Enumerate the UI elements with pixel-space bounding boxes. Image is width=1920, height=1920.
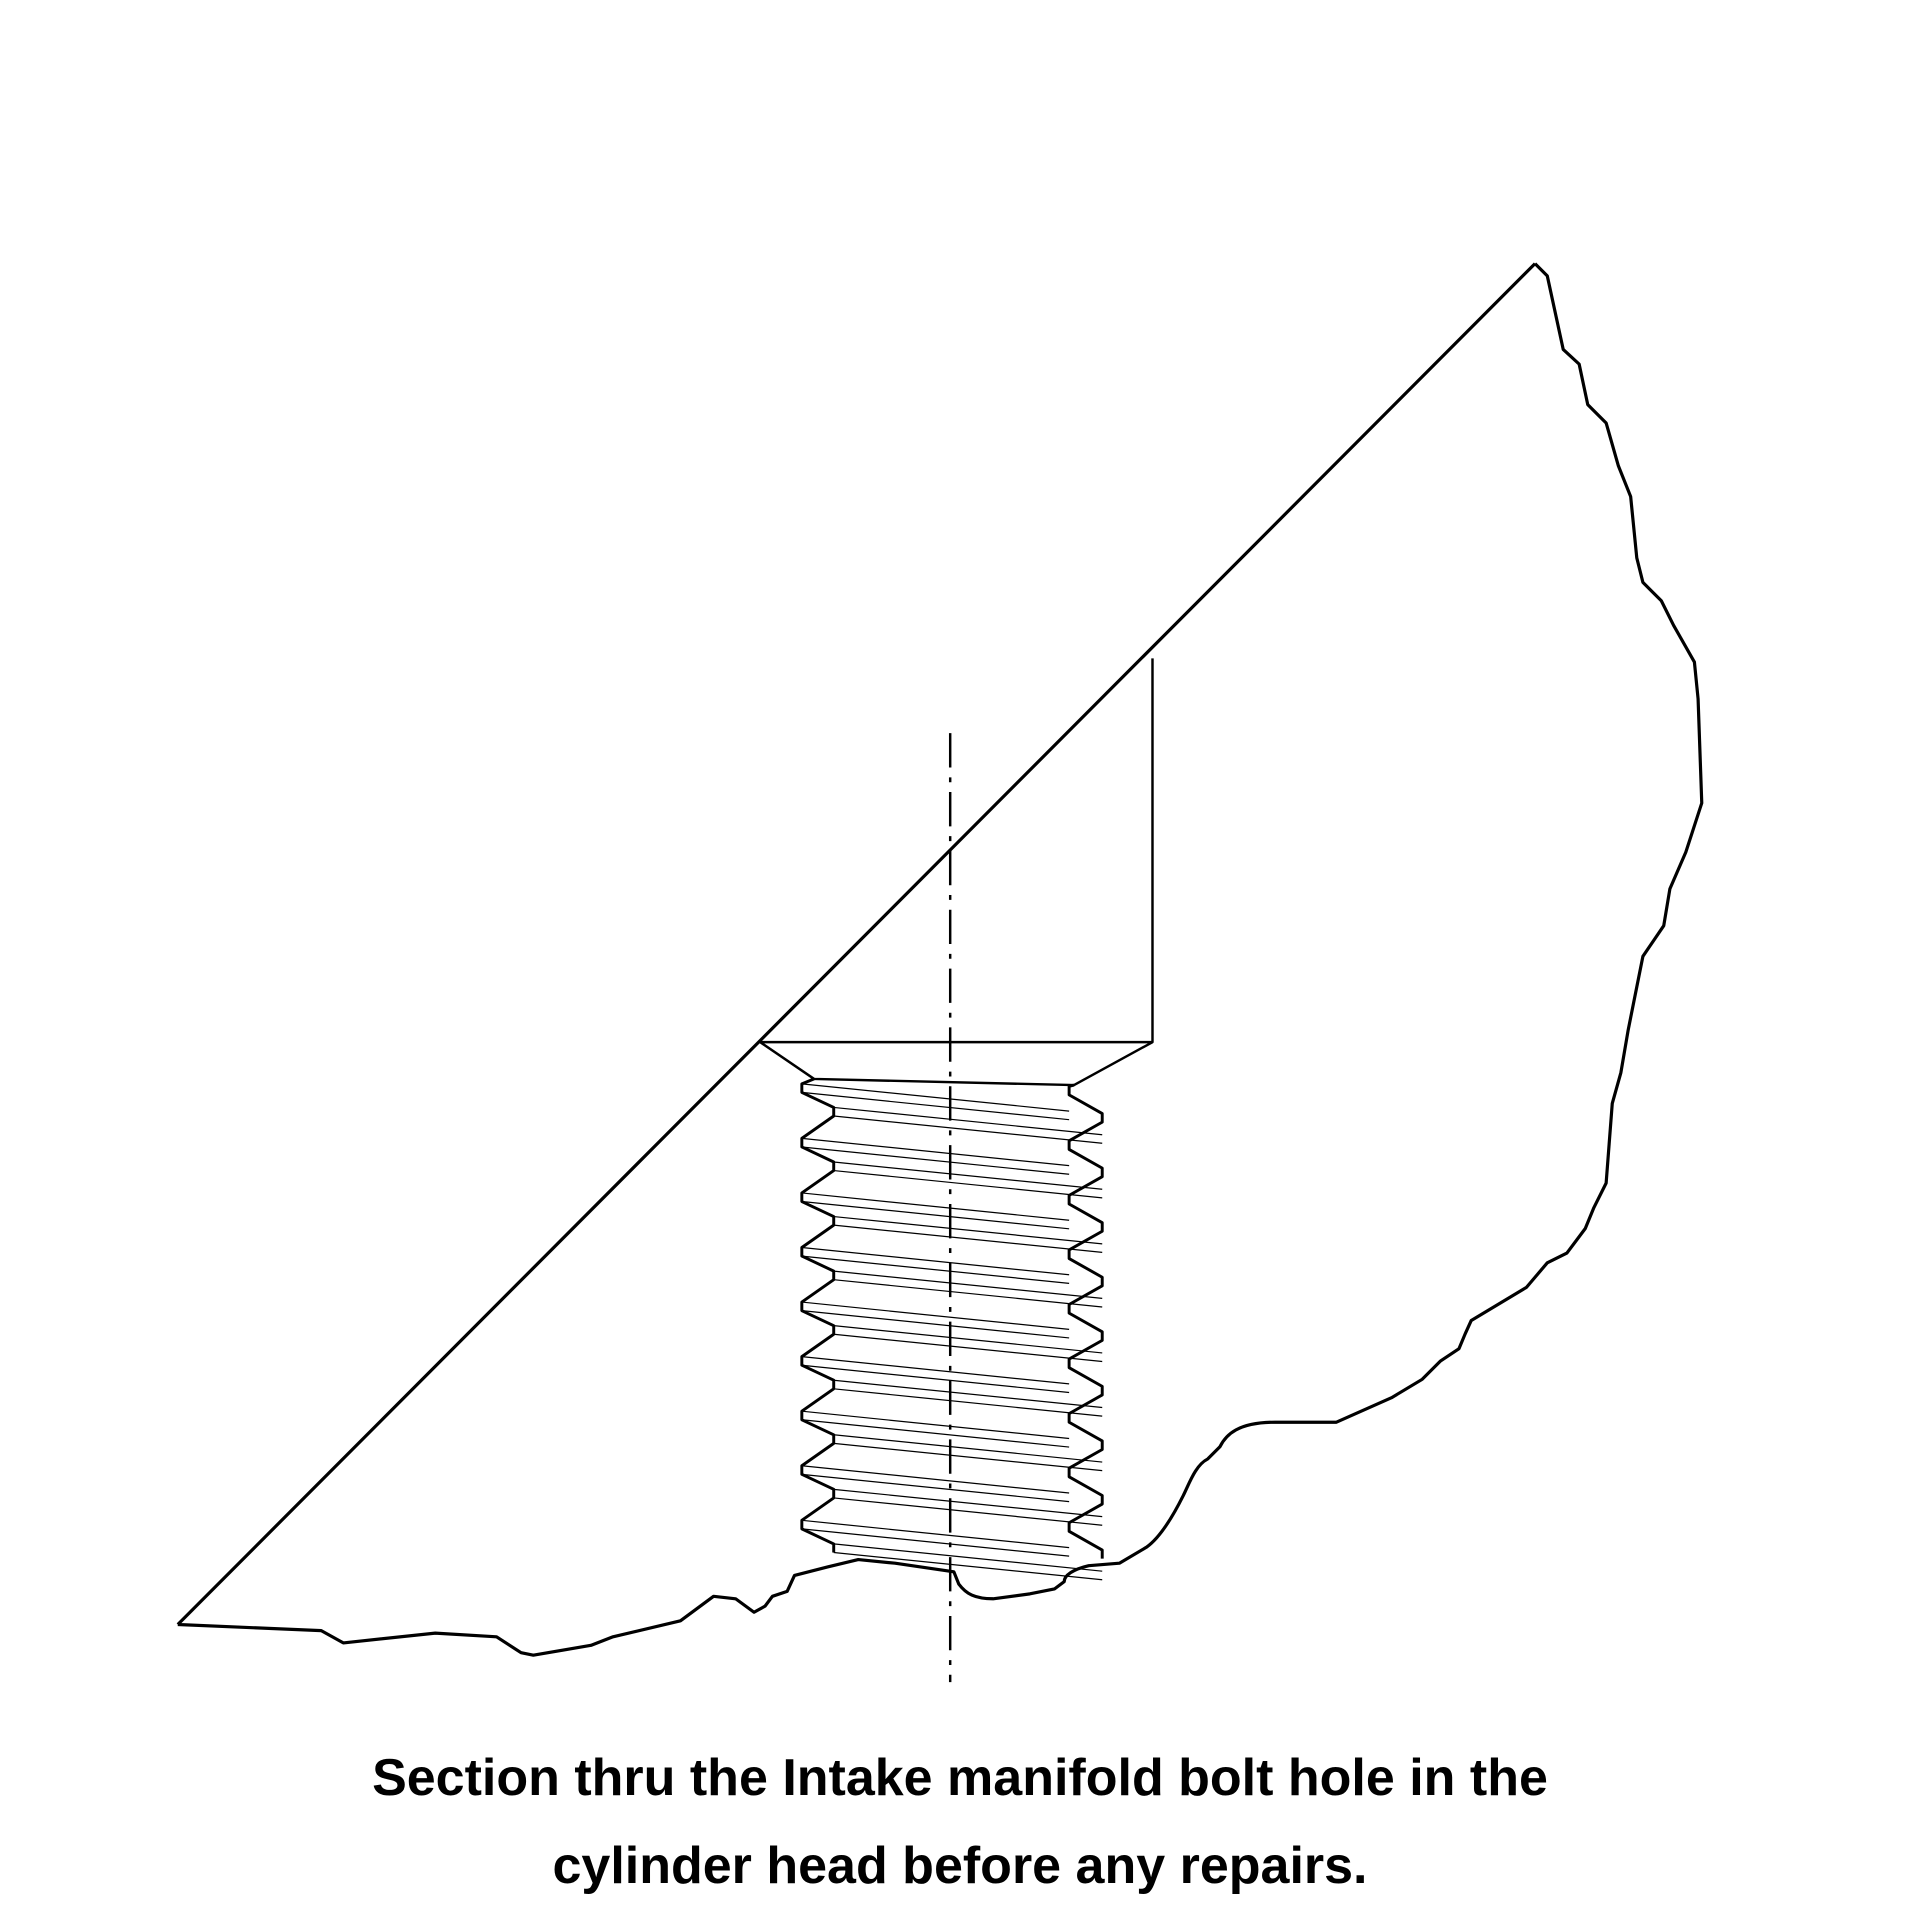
- thread-helix-line: [833, 1279, 1103, 1308]
- thread-helix-line: [801, 1528, 1070, 1557]
- caption-line-2: cylinder head before any repairs.: [552, 1837, 1368, 1895]
- thread-helix-line: [801, 1083, 1070, 1112]
- thread-helix-line: [801, 1410, 1070, 1440]
- cylinder-head-outline: [176, 262, 1704, 1657]
- thread-helix-line: [833, 1115, 1103, 1144]
- caption-line-1: Section thru the Intake manifold bolt ho…: [372, 1749, 1548, 1807]
- thread-helix-line: [833, 1333, 1103, 1363]
- threaded-hole: [800, 1077, 1104, 1581]
- thread-helix-line: [833, 1325, 1103, 1354]
- thread-helix-line: [833, 1270, 1103, 1300]
- thread-helix-line: [833, 1551, 1103, 1581]
- thread-helix-line: [833, 1379, 1103, 1409]
- thread-helix-line: [801, 1465, 1070, 1494]
- thread-helix-line: [801, 1200, 1070, 1230]
- thread-helix-line: [833, 1215, 1103, 1245]
- thread-helix-line: [833, 1106, 1103, 1136]
- thread-helix-line: [833, 1388, 1103, 1417]
- thread-helix-line: [833, 1543, 1103, 1572]
- thread-helix-line: [801, 1356, 1070, 1385]
- thread-helix-line: [833, 1224, 1103, 1254]
- counterbore-outline: [758, 658, 1154, 1087]
- thread-helix-line: [833, 1169, 1103, 1199]
- thread-helix-line: [833, 1442, 1103, 1472]
- thread-helix-line: [833, 1161, 1103, 1190]
- thread-helix-line: [833, 1434, 1103, 1463]
- thread-helix-line: [801, 1246, 1070, 1276]
- thread-helix-line: [801, 1255, 1070, 1284]
- thread-helix-line: [801, 1137, 1070, 1167]
- thread-helix-line: [833, 1488, 1103, 1518]
- thread-helix-line: [801, 1146, 1070, 1175]
- thread-helix-line: [801, 1301, 1070, 1330]
- thread-helix-line: [801, 1519, 1070, 1549]
- thread-helix-line: [801, 1419, 1070, 1448]
- thread-right-profile: [1067, 1083, 1104, 1559]
- thread-helix-line: [801, 1310, 1070, 1339]
- thread-helix-line: [801, 1473, 1070, 1503]
- thread-helix-line: [801, 1364, 1070, 1394]
- thread-helix-line: [801, 1091, 1070, 1121]
- thread-helix-line: [833, 1497, 1103, 1526]
- thread-helix-line: [801, 1192, 1070, 1221]
